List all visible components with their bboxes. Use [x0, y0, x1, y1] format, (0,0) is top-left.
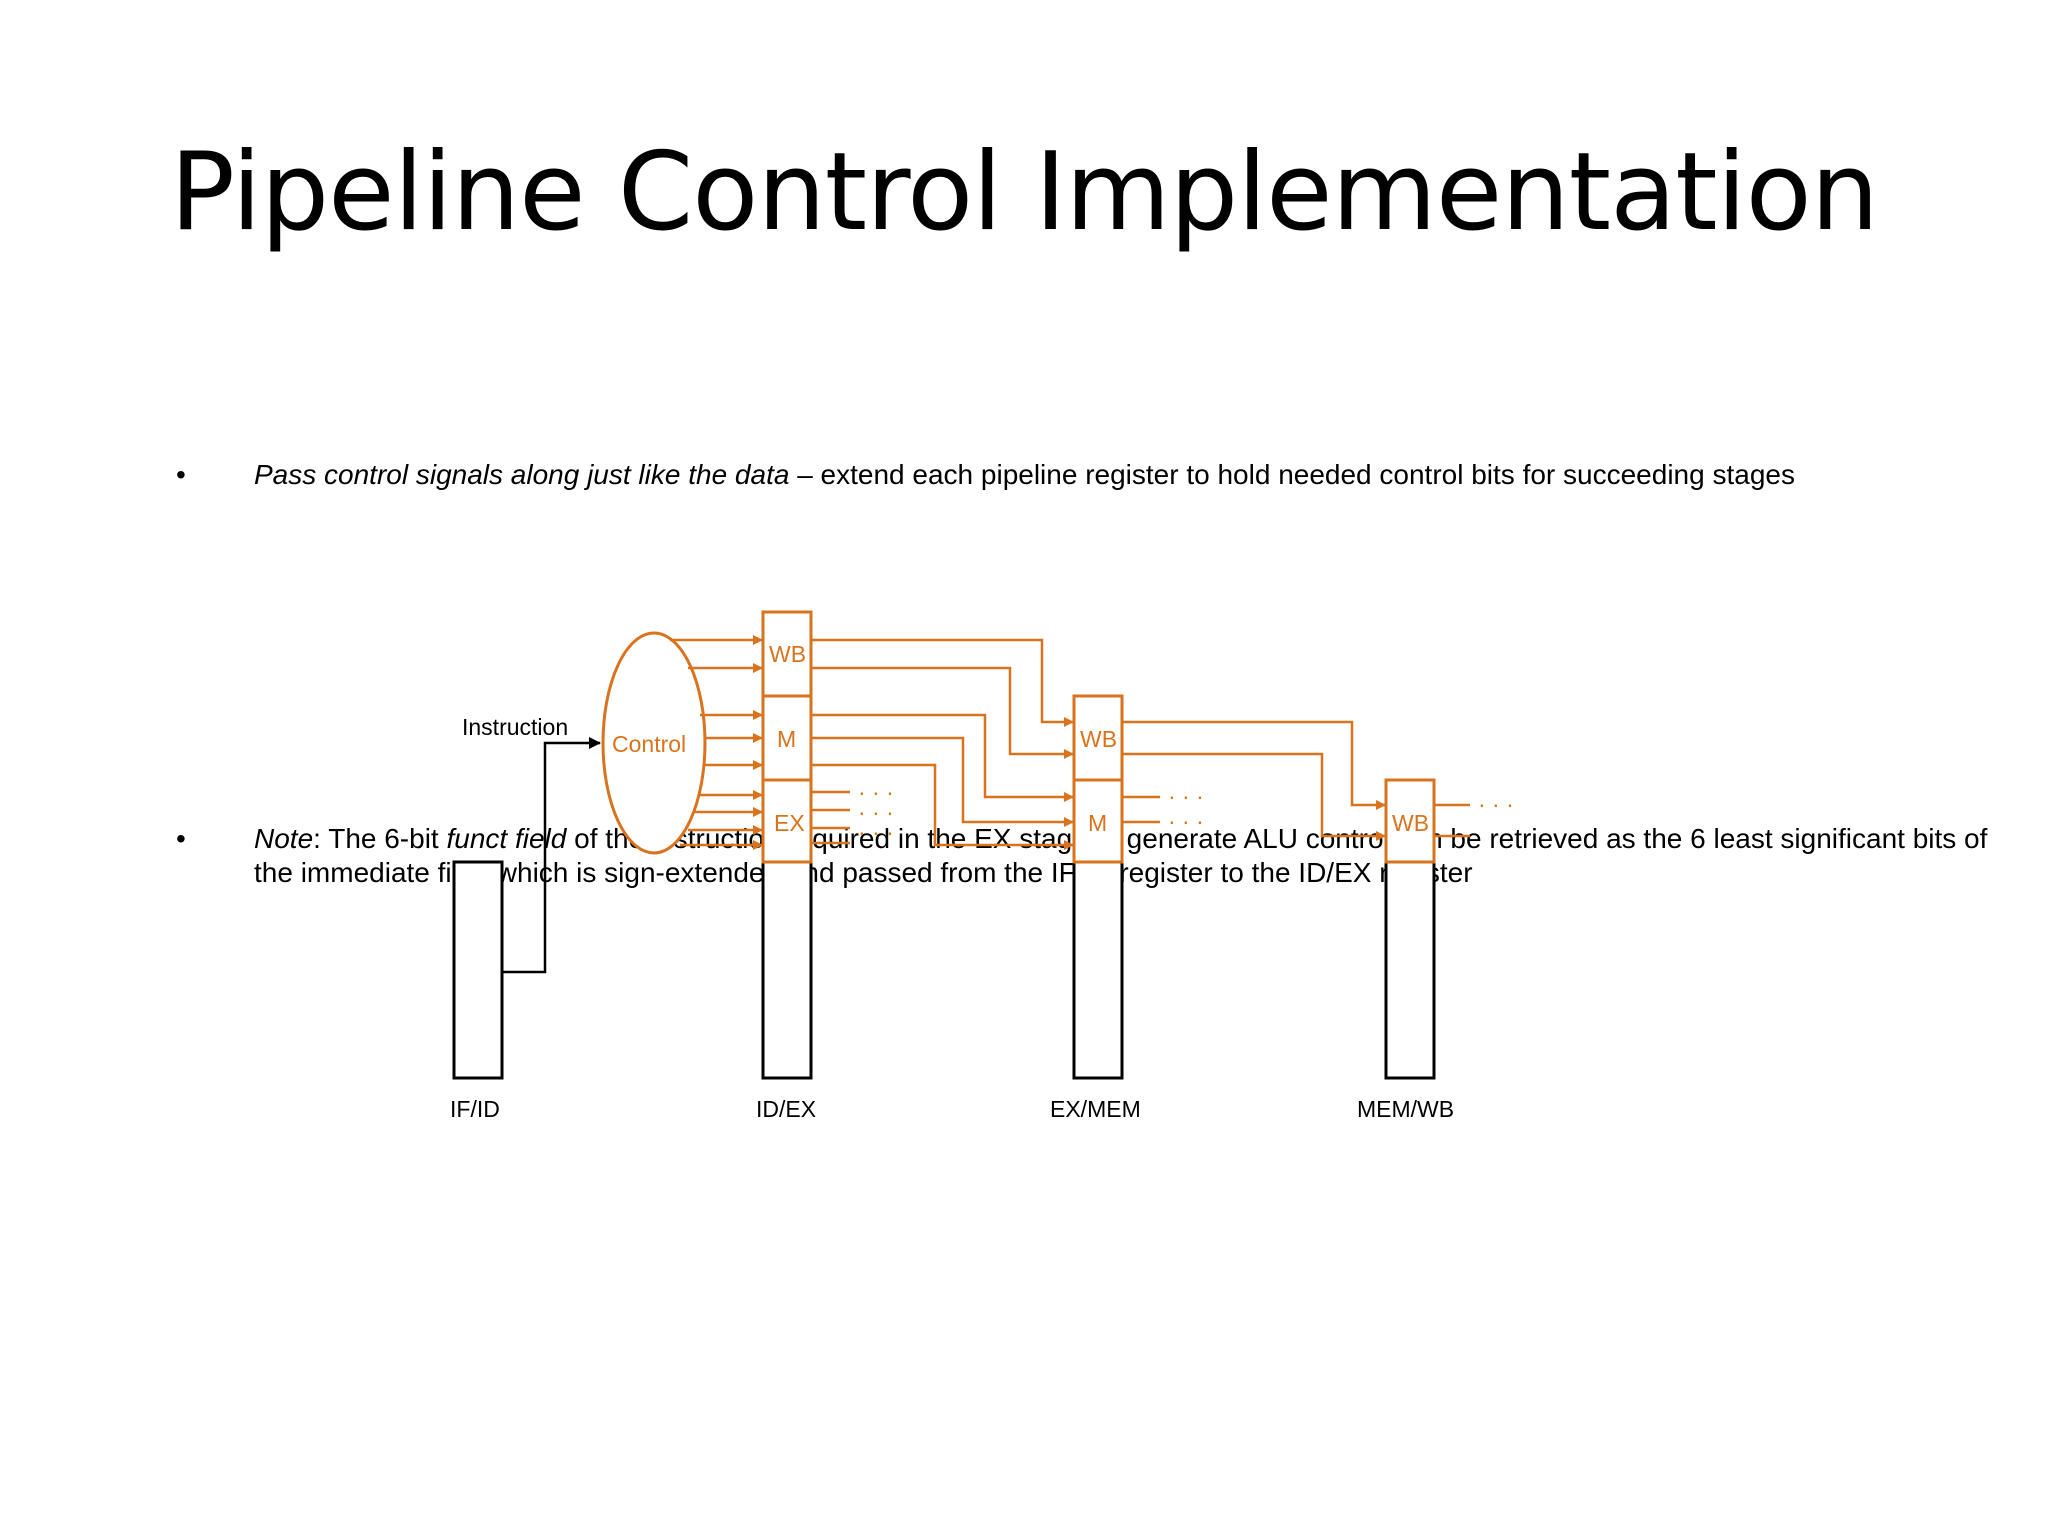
- instruction-wire: [502, 737, 601, 974]
- register-id-ex: [761, 860, 813, 1080]
- ellipsis-ex-3: · · ·: [858, 819, 894, 845]
- register-label-ex-mem: EX/MEM: [1050, 1096, 1141, 1122]
- funct-field: funct field: [446, 823, 567, 854]
- register-label-if-id: IF/ID: [450, 1096, 500, 1122]
- bullet-emphasis: Pass control signals along just like the…: [254, 459, 790, 490]
- control-label: Control: [612, 731, 686, 757]
- idex-to-exmem-wires: [811, 638, 1074, 850]
- ellipsis-ex-2: · · ·: [858, 799, 894, 825]
- ellipsis-ex-1: · · ·: [858, 779, 894, 805]
- ellipsis-wb: · · ·: [1478, 791, 1514, 817]
- exmem-m-box: [1072, 778, 1124, 864]
- exmem-m-label: M: [1088, 810, 1107, 836]
- instruction-label: Instruction: [462, 714, 568, 740]
- idex-ex-label: EX: [774, 810, 805, 836]
- register-mem-wb: [1384, 860, 1436, 1080]
- slide-title: Pipeline Control Implementation: [169, 130, 1879, 255]
- note-part1: : The 6-bit: [313, 823, 447, 854]
- register-if-id: [452, 860, 504, 1080]
- control-unit: [601, 631, 707, 855]
- idex-wb-label: WB: [769, 641, 806, 667]
- exmem-to-memwb-wires: [1122, 720, 1470, 841]
- ellipsis-mem-1: · · ·: [1168, 783, 1204, 809]
- memwb-wb-box: [1384, 778, 1436, 864]
- idex-ex-box: [761, 778, 813, 864]
- register-label-mem-wb: MEM/WB: [1357, 1096, 1454, 1122]
- register-ex-mem: [1072, 860, 1124, 1080]
- memwb-wb-label: WB: [1392, 810, 1429, 836]
- bullet-marker: •: [176, 823, 186, 854]
- exmem-wb-label: WB: [1080, 726, 1117, 752]
- note-label: Note: [254, 823, 314, 854]
- idex-m-label: M: [777, 726, 796, 752]
- ellipsis-mem-2: · · ·: [1168, 808, 1204, 834]
- control-output-wires: [670, 635, 763, 850]
- bullet-text: Pass control signals along just like the…: [254, 458, 2014, 492]
- bullet-marker: •: [176, 459, 186, 490]
- register-label-id-ex: ID/EX: [756, 1096, 816, 1122]
- bullet-rest: – extend each pipeline register to hold …: [789, 459, 1795, 490]
- idex-wb-box: [761, 610, 813, 698]
